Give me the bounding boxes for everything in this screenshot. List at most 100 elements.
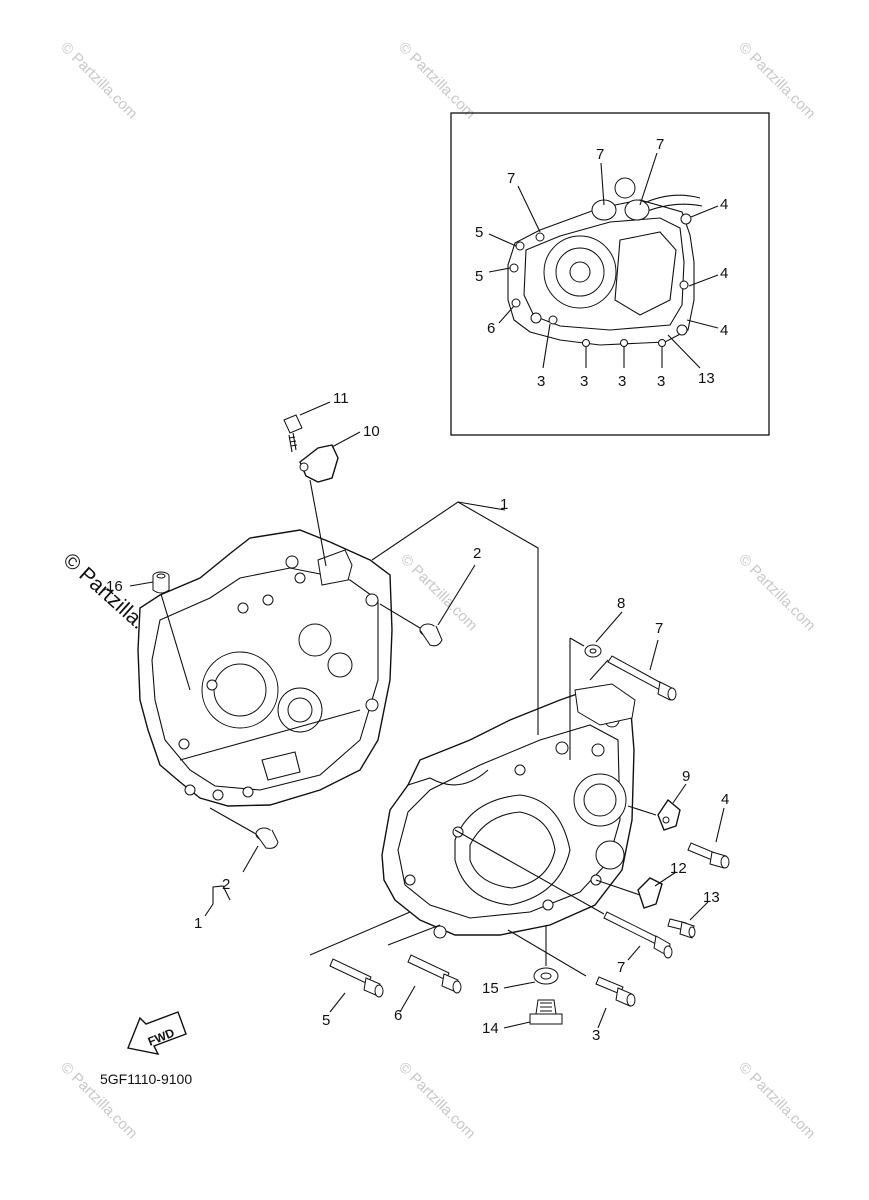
bracket-10-hole xyxy=(299,462,309,472)
clip-9 xyxy=(657,798,681,831)
inset-bolt-hole xyxy=(535,232,545,242)
right-bolt-hole xyxy=(433,925,447,939)
inset-gear-housing xyxy=(614,231,677,316)
inset-callout-3: 3 xyxy=(537,373,545,390)
inset-boss xyxy=(624,199,650,221)
callout-14: 14 xyxy=(482,1020,499,1037)
left-bolt-hole xyxy=(184,784,196,796)
bracket-line xyxy=(371,501,539,735)
left-rib xyxy=(261,751,301,781)
right-main-bearing-inner xyxy=(583,783,617,817)
bolt-4 xyxy=(687,842,730,869)
inset-callout-4: 4 xyxy=(720,196,728,213)
left-bracket-boss xyxy=(317,549,353,586)
right-crankcase xyxy=(381,683,636,939)
bolt-3 xyxy=(595,976,636,1007)
left-bolt-hole xyxy=(365,698,379,712)
inset-callout-3: 3 xyxy=(618,373,626,390)
inset-callout-7: 7 xyxy=(596,146,604,163)
left-bolt-hole xyxy=(294,572,306,584)
washer-15-hole xyxy=(540,972,552,980)
inset-bolt-hole xyxy=(582,339,590,347)
callout-12: 12 xyxy=(670,860,687,877)
right-bolt-hole xyxy=(542,899,554,911)
inset-leader xyxy=(667,334,701,369)
left-rib xyxy=(179,709,361,761)
inset-callout-5: 5 xyxy=(475,224,483,241)
leader xyxy=(507,929,587,977)
leader xyxy=(569,637,585,647)
bracket-line xyxy=(457,501,506,511)
leader xyxy=(595,879,641,896)
inset-bolt-hole xyxy=(511,298,521,308)
left-bolt-hole xyxy=(242,786,254,798)
inset-bolt-hole xyxy=(509,263,519,273)
inset-leader xyxy=(517,185,541,233)
left-bolt-hole xyxy=(212,789,224,801)
callout-10: 10 xyxy=(363,423,380,440)
leader xyxy=(387,924,441,946)
leader xyxy=(454,829,605,915)
inset-hose xyxy=(639,194,701,206)
bolt-7-upper xyxy=(607,655,677,701)
callout-11: 11 xyxy=(333,390,349,407)
inset-callout-13: 13 xyxy=(698,370,715,387)
watermark: © Partzilla.com xyxy=(57,39,140,122)
callout-7-lower: 7 xyxy=(617,959,625,976)
callout-1-bottom: 1 xyxy=(194,915,202,932)
inset-case-outline xyxy=(507,199,695,346)
inset-leader xyxy=(488,267,511,273)
inset-bolt-hole xyxy=(620,339,628,347)
leader xyxy=(589,659,609,681)
inset-callout-4: 4 xyxy=(720,265,728,282)
callout-8: 8 xyxy=(617,595,625,612)
screw-13 xyxy=(667,918,696,939)
right-case-outline xyxy=(381,685,635,936)
clip-12 xyxy=(637,877,663,909)
inset-leader xyxy=(488,233,517,247)
left-bolt-hole xyxy=(285,555,299,569)
callout-9: 9 xyxy=(682,768,690,785)
inset-bolt-hole xyxy=(679,280,689,290)
callout-2-top: 2 xyxy=(473,545,481,562)
inset-leader xyxy=(690,205,719,218)
left-bolt-hole xyxy=(262,594,274,606)
inset-callout-5: 5 xyxy=(475,268,483,285)
inset-callout-7: 7 xyxy=(507,170,515,187)
callout-7-upper: 7 xyxy=(655,620,663,637)
inset-frame xyxy=(450,112,770,436)
left-bolt-hole xyxy=(206,679,218,691)
inset-bolt-hole xyxy=(530,312,542,324)
inset-bolt-hole xyxy=(676,324,688,336)
watermark: © Partzilla.com xyxy=(735,551,818,634)
watermark: © Partzilla.com xyxy=(735,39,818,122)
inset-callout-4: 4 xyxy=(720,322,728,339)
inset-callout-3: 3 xyxy=(657,373,665,390)
left-crankcase xyxy=(137,529,393,807)
right-bolt-hole xyxy=(591,743,605,757)
inset-callout-6: 6 xyxy=(487,320,495,337)
callout-4: 4 xyxy=(721,791,729,808)
inset-bearing-hub xyxy=(569,261,591,283)
drain-plug-14 xyxy=(529,999,563,1025)
callout-13: 13 xyxy=(703,889,720,906)
inset-callout-3: 3 xyxy=(580,373,588,390)
left-shaft-bore xyxy=(298,623,332,657)
right-crank-cavity-inner xyxy=(469,811,556,889)
inset-leader xyxy=(639,152,658,206)
callout-1-top: 1 xyxy=(500,496,508,513)
bolt-7-lower xyxy=(603,911,673,959)
collar-16 xyxy=(152,571,170,594)
callout-16: 16 xyxy=(106,578,123,595)
callout-6: 6 xyxy=(394,1007,402,1024)
right-cylinder-deck xyxy=(407,769,489,786)
inset-leader xyxy=(600,162,605,206)
callout-5: 5 xyxy=(322,1012,330,1029)
bolt-6 xyxy=(407,954,462,994)
callouts: 11 10 1 2 16 8 7 9 4 12 13 7 2 1 5 6 15 … xyxy=(106,390,729,1044)
right-upper-boss xyxy=(574,683,636,726)
bolt-11 xyxy=(283,414,303,453)
inset-detail: 7 7 7 4 4 4 5 5 6 3 3 3 3 13 xyxy=(450,112,770,436)
bracket-10 xyxy=(299,444,339,483)
